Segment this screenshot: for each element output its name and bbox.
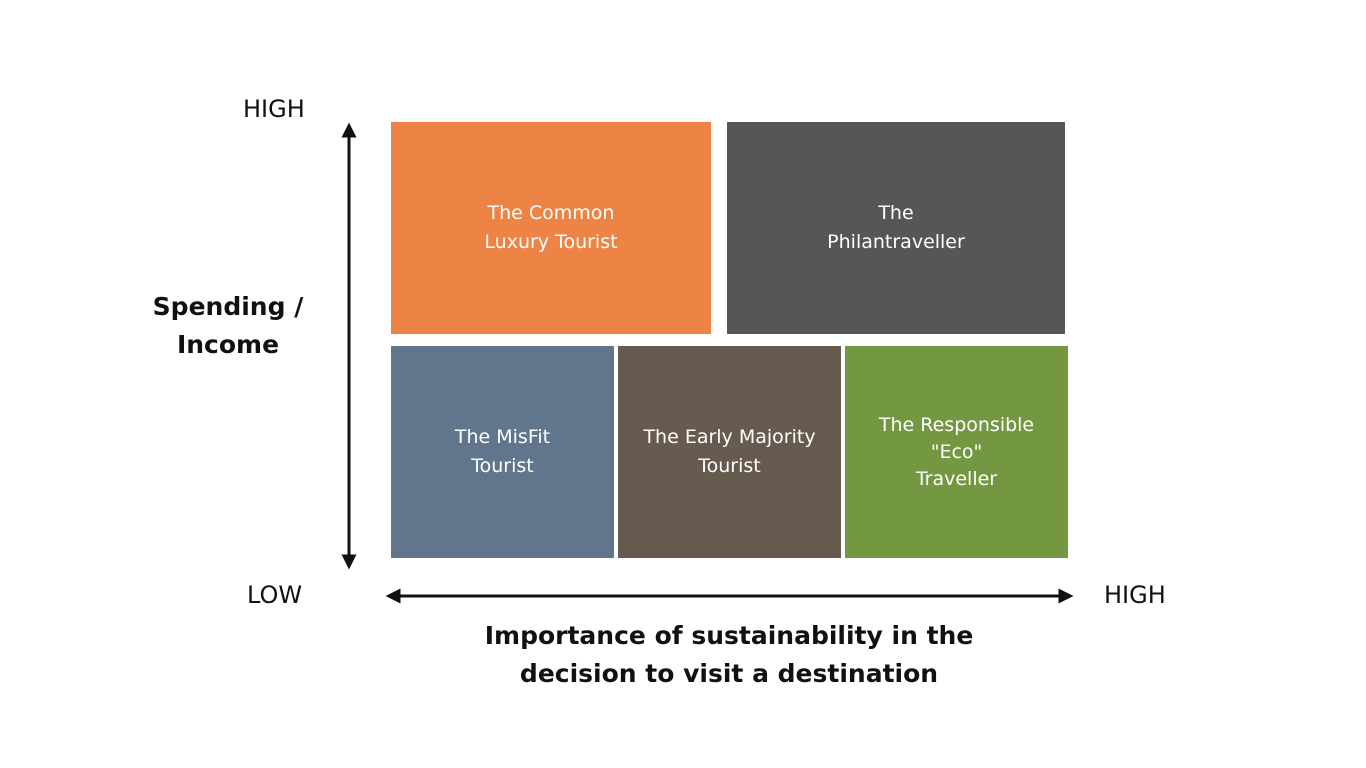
segment-misfit-tourist: The MisFit Tourist [391, 346, 614, 558]
x-axis-high-label: HIGH [1104, 581, 1166, 609]
segment-early-majority-tourist: The Early Majority Tourist [618, 346, 841, 558]
y-axis-low-label: LOW [247, 581, 303, 609]
y-axis-high-label: HIGH [243, 95, 305, 123]
segment-common-luxury-tourist: The Common Luxury Tourist [391, 122, 711, 334]
segment-philantraveller: The Philantraveller [727, 122, 1065, 334]
y-axis-title: Spending / Income [152, 292, 304, 359]
x-axis-title: Importance of sustainability in the deci… [484, 621, 974, 688]
segment-responsible-eco-traveller: The Responsible "Eco" Traveller [845, 346, 1068, 558]
